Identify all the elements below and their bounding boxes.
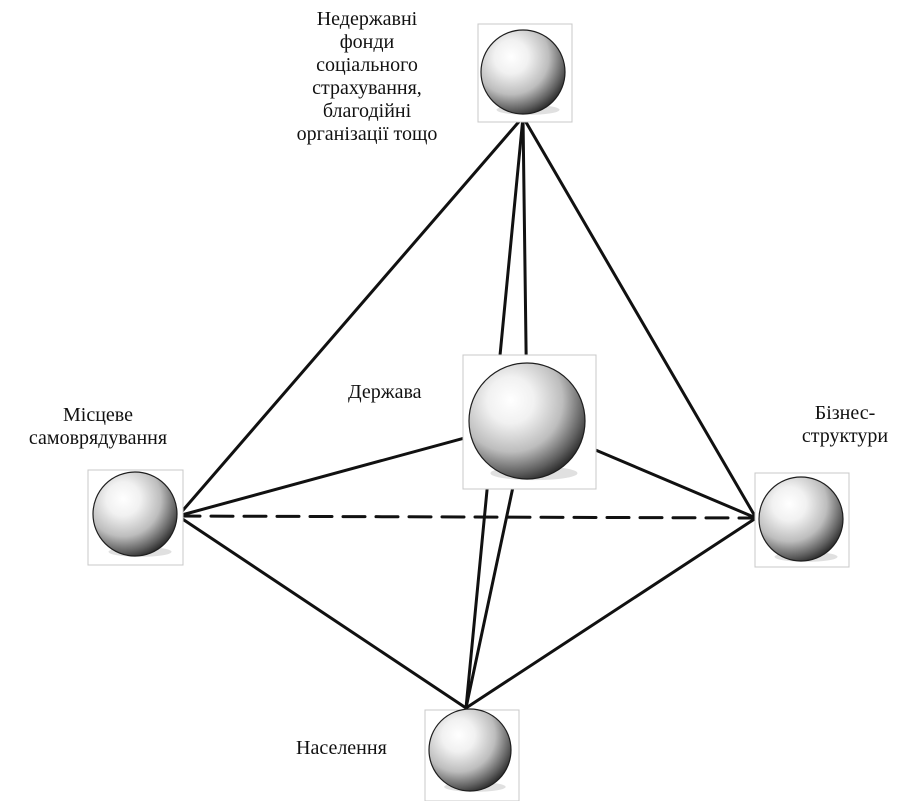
edge-local-ngo [176,115,525,518]
business-label: Бізнес- структури [788,402,902,448]
population-label: Населення [296,737,387,759]
ngo-label-line: фонди [339,31,395,53]
edge-business-ngo [521,115,758,520]
nodes-layer [87,23,850,801]
ngo-label-line: соціального [316,54,418,76]
sphere-state [468,362,586,480]
edge-business-population [464,516,758,710]
node-ngo [477,23,573,123]
business-label-line: структури [801,425,889,447]
state-label: Держава [348,381,422,403]
business-label-line: Бізнес- [814,402,876,424]
local-label-line: Місцеве [63,404,133,426]
node-business [754,472,850,568]
ngo-label-line: страхування, [312,77,422,99]
node-local [87,469,184,566]
ngo-label-line: Недержавні [316,8,418,30]
ngo-label-line: організації тощо [296,123,438,145]
edge-local-population [176,514,468,710]
node-state [462,354,597,490]
sphere-ngo [480,29,566,115]
local-label-line: самоврядування [28,427,168,449]
ngo-label-line: благодійні [322,100,412,122]
sphere-population [428,708,512,792]
node-population [424,708,520,801]
local-government-label: Місцеве самоврядування [0,404,196,450]
edge-local-business-dashed [176,514,758,520]
sphere-business [758,476,844,562]
sphere-local [92,471,178,557]
ngo-label: Недержавні фонди соціального страхування… [262,8,472,146]
